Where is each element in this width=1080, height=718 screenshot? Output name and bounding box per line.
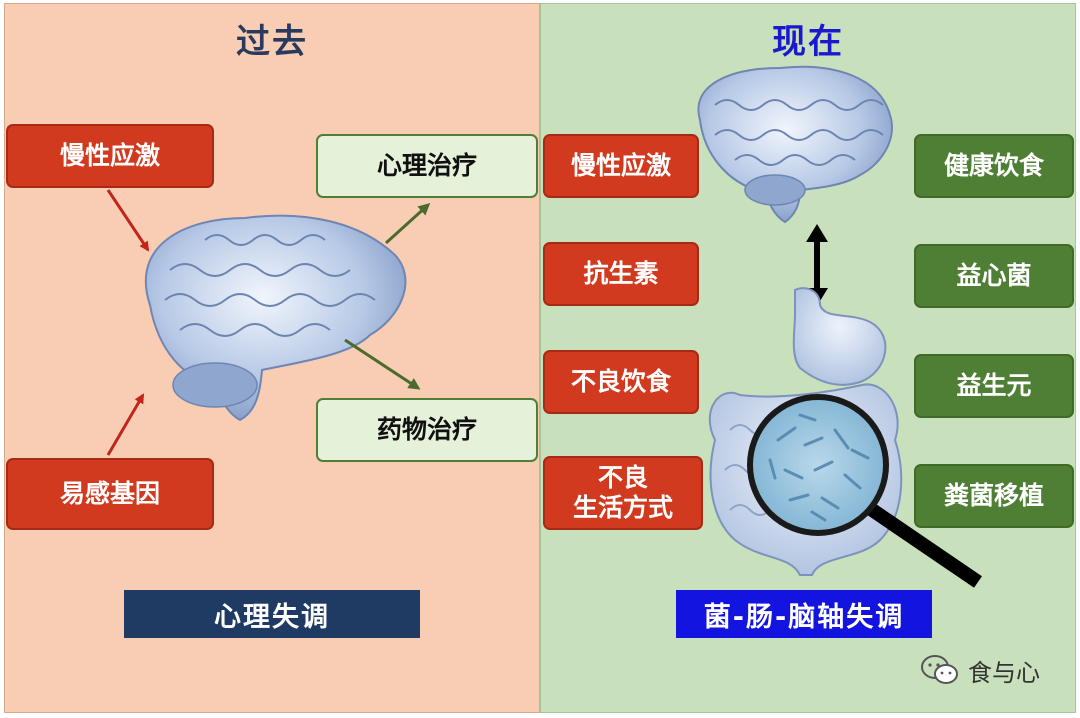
past-heading: 过去 — [236, 22, 308, 62]
intervention-fecal-transplant: 粪菌移植 — [914, 464, 1074, 528]
present-heading: 现在 — [772, 22, 844, 62]
brain-icon-right — [697, 65, 893, 224]
intervention-psychobiotics: 益心菌 — [914, 244, 1074, 308]
arrow-genes-to-brain — [106, 393, 145, 456]
watermark-text: 食与心 — [968, 658, 1040, 687]
cause-susceptible-genes: 易感基因 — [6, 458, 214, 530]
wechat-icon — [921, 655, 958, 684]
past-summary-bar: 心理失调 — [124, 590, 420, 638]
risk-chronic-stress: 慢性应激 — [543, 134, 699, 198]
treatment-medication: 药物治疗 — [316, 398, 538, 462]
present-summary-bar: 菌-肠-脑轴失调 — [676, 590, 932, 638]
magnifier-icon — [747, 394, 982, 588]
risk-poor-diet: 不良饮食 — [543, 350, 699, 414]
brain-icon-left — [144, 214, 407, 422]
arrow-brain-to-drugs — [344, 338, 421, 390]
intervention-healthy-diet: 健康饮食 — [914, 134, 1074, 198]
cause-chronic-stress: 慢性应激 — [6, 124, 214, 188]
risk-poor-lifestyle: 不良 生活方式 — [543, 456, 703, 530]
arrow-stress-to-brain — [106, 189, 150, 252]
watermark: 食与心 — [920, 650, 1070, 690]
risk-antibiotics: 抗生素 — [543, 242, 699, 306]
treatment-psychotherapy: 心理治疗 — [316, 134, 538, 198]
intervention-prebiotics: 益生元 — [914, 354, 1074, 418]
arrow-brain-to-therapy — [384, 202, 431, 245]
